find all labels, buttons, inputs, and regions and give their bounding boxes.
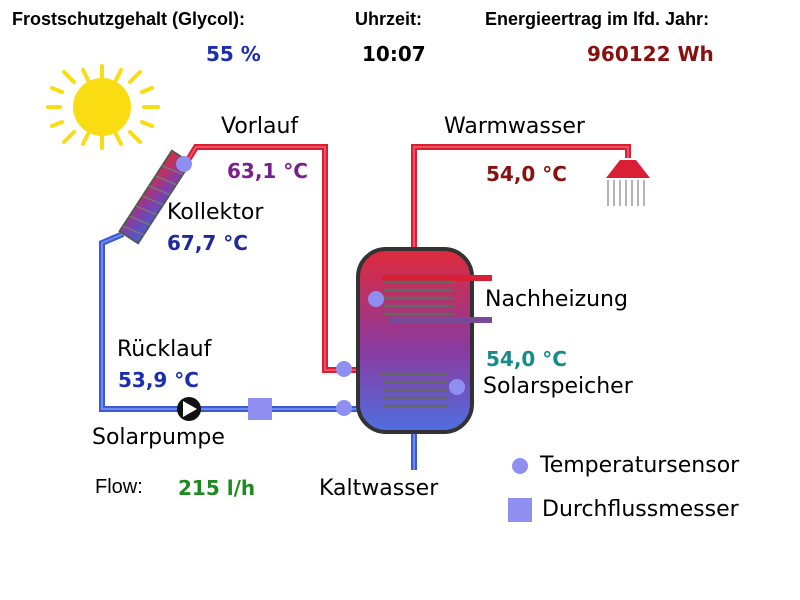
flow-meter-icon (248, 398, 272, 420)
vorlauf-label: Vorlauf (221, 114, 299, 139)
shower-head-icon (606, 160, 650, 206)
flow-value: 215 l/h (178, 476, 256, 500)
kollektor-label: Kollektor (167, 200, 264, 225)
warmwasser-label: Warmwasser (444, 114, 585, 139)
flow-sensor-icon (336, 361, 352, 377)
legend-flowmeter-label: Durchflussmesser (542, 497, 739, 522)
solar-heat-exchanger (380, 372, 448, 408)
kollektor-temp: 67,7 °C (167, 231, 248, 255)
upper-tank-sensor-icon (368, 291, 384, 307)
legend-flowmeter-icon (508, 498, 532, 522)
sun-icon (46, 64, 160, 150)
flow-label: Flow: (95, 476, 143, 498)
warmwasser-temp: 54,0 °C (486, 162, 567, 186)
temperature-sensors (176, 156, 465, 416)
energy-label: Energieertrag im lfd. Jahr: (485, 9, 710, 29)
solar-pump-icon (177, 397, 201, 421)
collector-sensor-icon (176, 156, 192, 172)
time-label: Uhrzeit: (355, 9, 422, 29)
lower-tank-sensor-icon (449, 379, 465, 395)
vorlauf-temp: 63,1 °C (227, 159, 308, 183)
glycol-value: 55 % (206, 42, 261, 66)
solarspeicher-label: Solarspeicher (483, 374, 633, 399)
legend-sensor-icon (512, 458, 528, 474)
nachheizung-label: Nachheizung (485, 287, 628, 312)
glycol-label: Frostschutzgehalt (Glycol): (12, 9, 246, 29)
storage-tank (356, 247, 492, 434)
legend-sensor-label: Temperatursensor (540, 453, 740, 478)
speicher-temp: 54,0 °C (486, 347, 567, 371)
kaltwasser-label: Kaltwasser (319, 476, 439, 501)
collector-panel (118, 149, 192, 245)
upper-heating-coil (382, 275, 492, 323)
energy-value: 960122 Wh (587, 42, 714, 66)
return-sensor-icon (336, 400, 352, 416)
ruecklauf-temp: 53,9 °C (118, 368, 199, 392)
ruecklauf-label: Rücklauf (117, 337, 212, 362)
solarpumpe-label: Solarpumpe (92, 425, 225, 450)
time-value: 10:07 (362, 42, 426, 66)
